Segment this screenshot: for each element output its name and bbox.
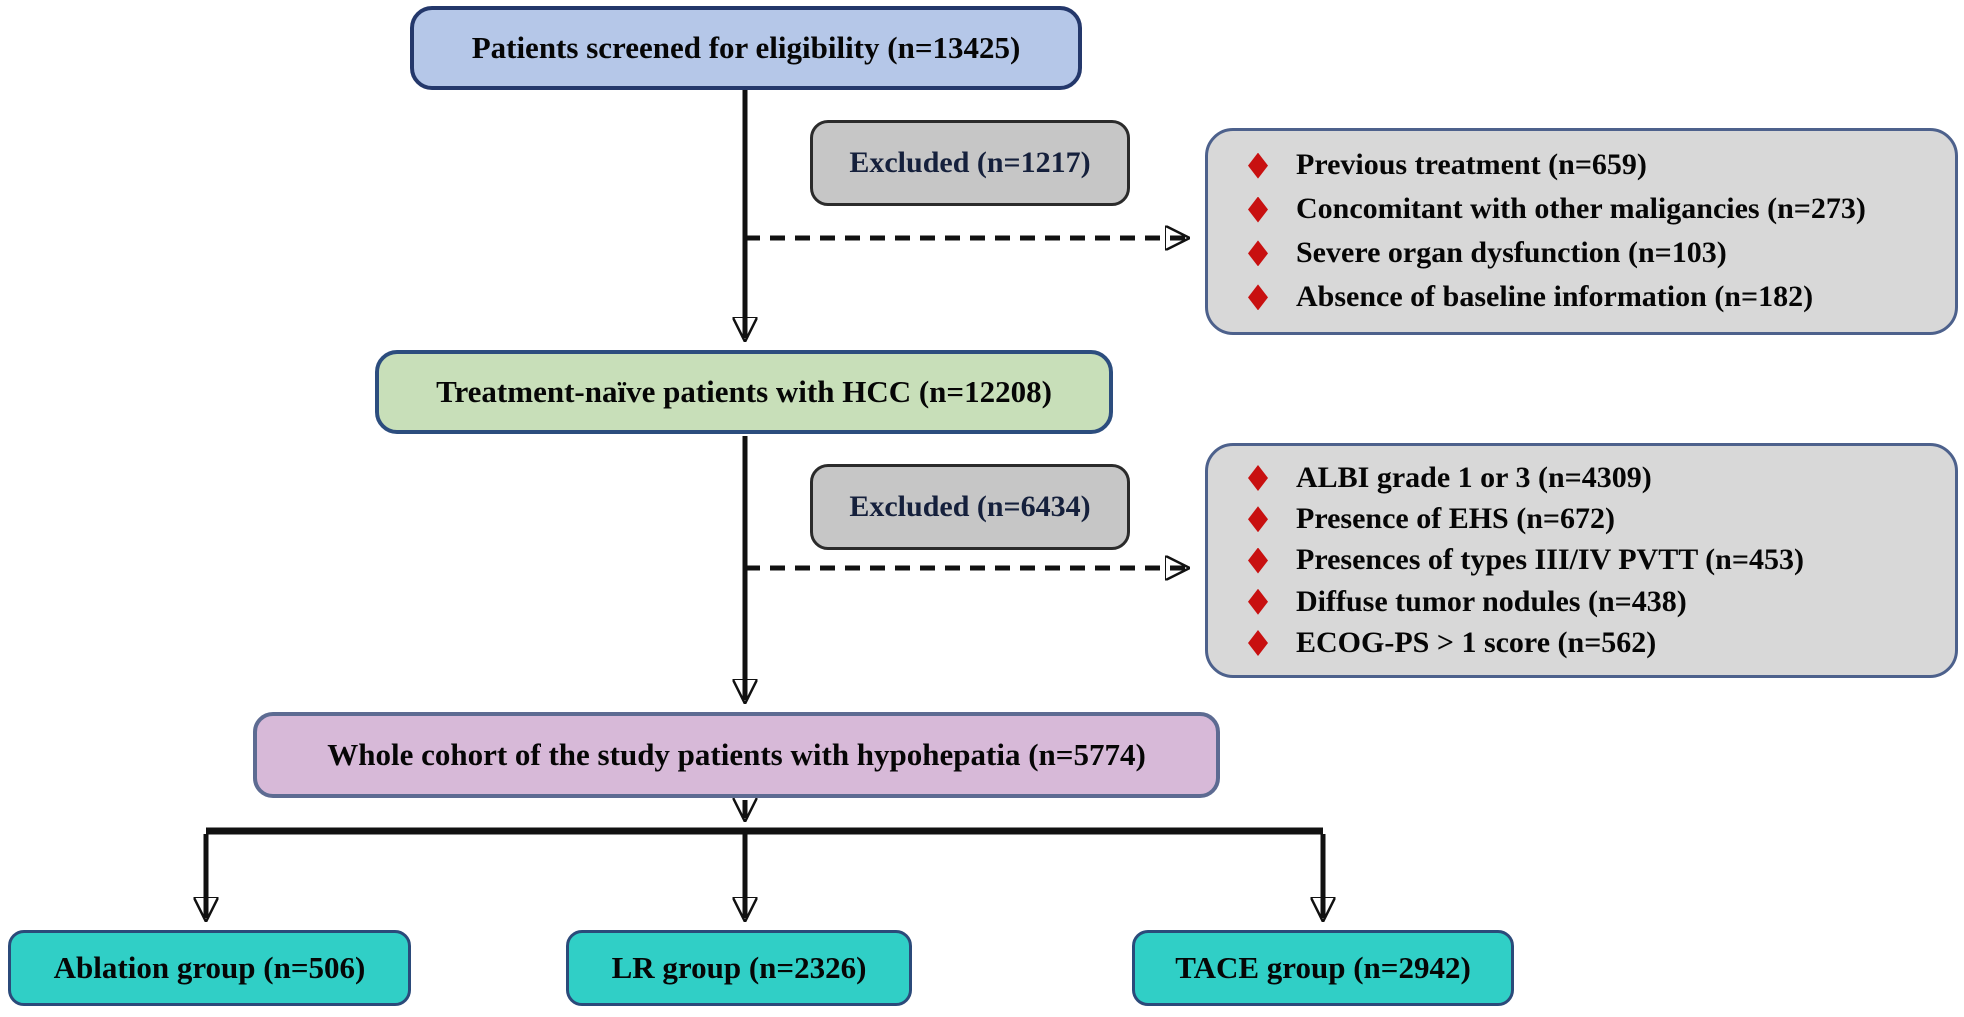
- node-group-tace-label: TACE group (n=2942): [1175, 950, 1471, 986]
- node-group-lr-label: LR group (n=2326): [611, 950, 867, 986]
- list-item-label: Previous treatment (n=659): [1296, 148, 1647, 182]
- node-group-ablation-label: Ablation group (n=506): [53, 950, 366, 986]
- node-excluded-2: Excluded (n=6434): [810, 464, 1130, 550]
- diamond-icon: [1248, 506, 1268, 533]
- list-item-label: Presences of types III/IV PVTT (n=453): [1296, 543, 1804, 577]
- list-item: ALBI grade 1 or 3 (n=4309): [1248, 461, 1941, 496]
- list-item: Previous treatment (n=659): [1248, 148, 1941, 183]
- node-excluded-1-label: Excluded (n=1217): [849, 145, 1091, 179]
- node-screened: Patients screened for eligibility (n=134…: [410, 6, 1082, 90]
- node-group-tace: TACE group (n=2942): [1132, 930, 1514, 1006]
- list-item-label: ECOG-PS > 1 score (n=562): [1296, 625, 1657, 659]
- list-item: Absence of baseline information (n=182): [1248, 280, 1941, 315]
- list-item-label: Presence of EHS (n=672): [1296, 502, 1615, 535]
- list-item-label: ALBI grade 1 or 3 (n=4309): [1296, 460, 1652, 494]
- node-group-ablation: Ablation group (n=506): [8, 930, 411, 1006]
- list-item-label: Absence of baseline information (n=182): [1296, 280, 1814, 314]
- diamond-icon: [1248, 465, 1268, 491]
- diamond-icon: [1248, 240, 1268, 267]
- list-item: Concomitant with other maligancies (n=27…: [1248, 192, 1941, 227]
- node-screened-label: Patients screened for eligibility (n=134…: [471, 30, 1021, 66]
- diamond-icon: [1248, 630, 1268, 656]
- node-excluded-1: Excluded (n=1217): [810, 120, 1130, 206]
- list-item: ECOG-PS > 1 score (n=562): [1248, 626, 1941, 661]
- node-whole-cohort-label: Whole cohort of the study patients with …: [327, 737, 1146, 773]
- node-exclusion-reasons-2: ALBI grade 1 or 3 (n=4309) Presence of E…: [1205, 443, 1958, 678]
- list-item-label: Severe organ dysfunction (n=103): [1296, 236, 1727, 270]
- list-item: Diffuse tumor nodules (n=438): [1248, 585, 1941, 620]
- diamond-icon: [1248, 588, 1268, 615]
- node-treatment-naive-label: Treatment-naïve patients with HCC (n=122…: [436, 374, 1052, 410]
- diamond-icon: [1248, 196, 1268, 223]
- node-treatment-naive: Treatment-naïve patients with HCC (n=122…: [375, 350, 1113, 434]
- node-exclusion-reasons-1: Previous treatment (n=659) Concomitant w…: [1205, 128, 1958, 335]
- list-item: Presence of EHS (n=672): [1248, 502, 1941, 537]
- diamond-icon: [1248, 284, 1268, 311]
- list-item-label: Concomitant with other maligancies (n=27…: [1296, 192, 1866, 226]
- diamond-icon: [1248, 547, 1268, 574]
- list-item: Presences of types III/IV PVTT (n=453): [1248, 543, 1941, 578]
- node-whole-cohort: Whole cohort of the study patients with …: [253, 712, 1220, 798]
- node-excluded-2-label: Excluded (n=6434): [849, 489, 1091, 523]
- list-item: Severe organ dysfunction (n=103): [1248, 236, 1941, 271]
- diamond-icon: [1248, 152, 1268, 179]
- list-item-label: Diffuse tumor nodules (n=438): [1296, 584, 1687, 618]
- node-group-lr: LR group (n=2326): [566, 930, 912, 1006]
